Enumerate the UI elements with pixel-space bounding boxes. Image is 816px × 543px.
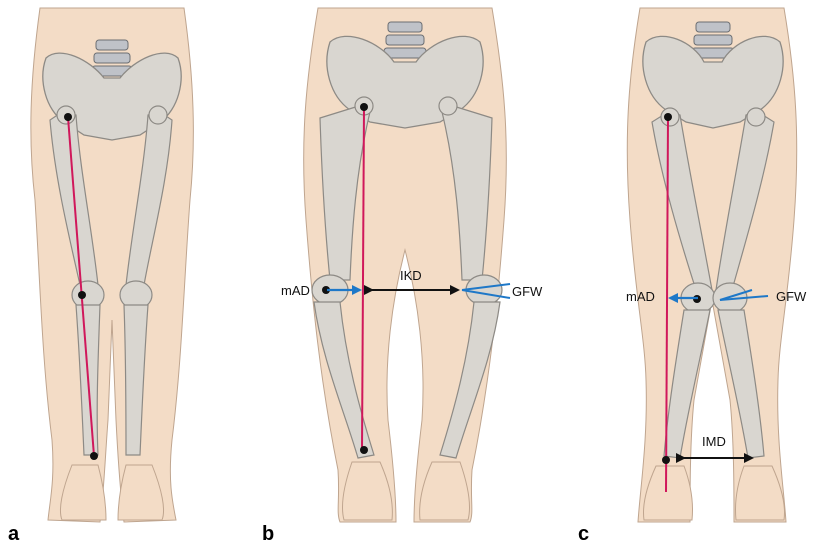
gfw-label: GFW (512, 284, 543, 299)
panel-b: mAD IKD GFW (281, 8, 543, 522)
femoral-head-right (439, 97, 457, 115)
femoral-head-right (747, 108, 765, 126)
mad-label: mAD (626, 289, 655, 304)
panel-label-a: a (8, 523, 20, 543)
knee-right (466, 275, 502, 305)
hip-center-dot (664, 113, 672, 121)
ankle-center-dot (360, 446, 368, 454)
knee-center-dot (78, 291, 86, 299)
ankle-center-dot (90, 452, 98, 460)
spine (692, 22, 734, 58)
panel-label-b: b (262, 523, 274, 543)
panel-a (31, 8, 194, 522)
imd-label: IMD (702, 434, 726, 449)
mad-label: mAD (281, 283, 310, 298)
femoral-head-right (149, 106, 167, 124)
spine (384, 22, 426, 58)
panel-label-c: c (578, 523, 589, 543)
panel-c: mAD GFW IMD (626, 8, 807, 522)
gfw-label: GFW (776, 289, 807, 304)
ikd-label: IKD (400, 268, 422, 283)
ankle-center-dot (662, 456, 670, 464)
hip-center-dot (64, 113, 72, 121)
hip-center-dot (360, 103, 368, 111)
